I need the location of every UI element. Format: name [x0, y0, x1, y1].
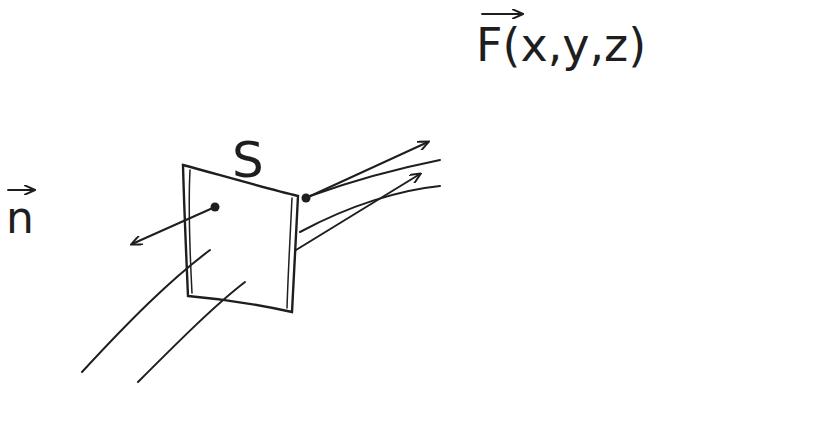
- point-dot: [211, 203, 220, 212]
- field-vector: [306, 142, 428, 198]
- normal-label: n: [6, 196, 34, 240]
- surface-outline: [183, 165, 298, 312]
- flow-line: [300, 186, 440, 232]
- vector-arrow: [8, 189, 34, 191]
- point-dot: [302, 194, 311, 203]
- field-label: F(x,y,z): [476, 22, 646, 68]
- field-vector: [296, 174, 420, 250]
- surface-edge: [287, 198, 292, 308]
- surface-edge: [189, 170, 192, 293]
- surface-label: S: [232, 135, 264, 185]
- normal-vector: [132, 207, 215, 244]
- vector-arrow: [482, 13, 522, 15]
